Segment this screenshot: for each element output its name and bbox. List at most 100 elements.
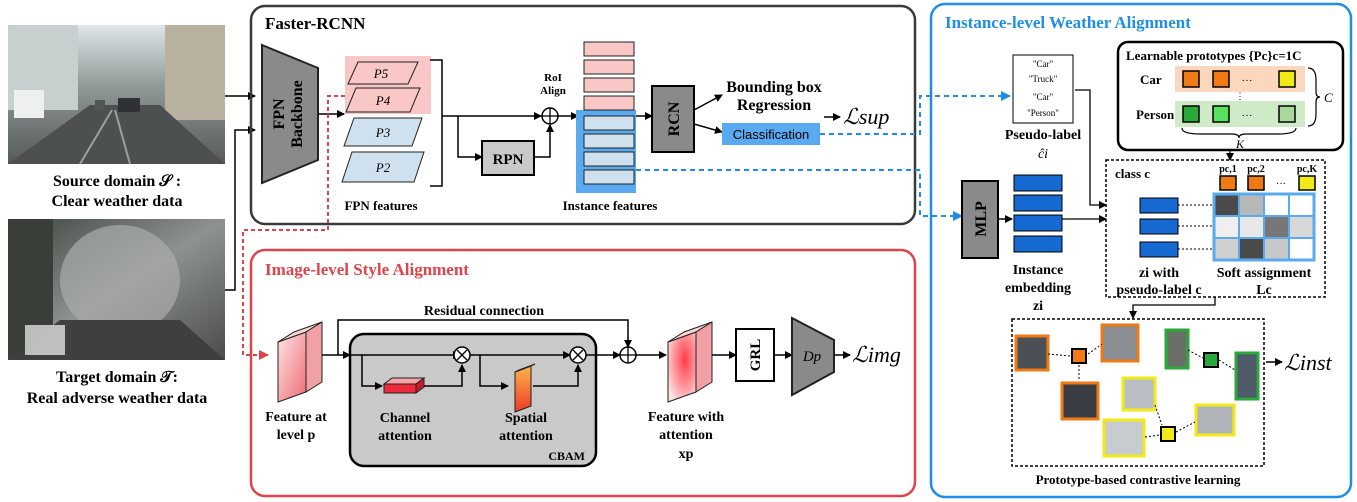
classification-to-pseudo-label-arrow bbox=[820, 91, 1011, 135]
roi-label-2: Align bbox=[540, 85, 566, 97]
fpn-level-p2 bbox=[341, 151, 425, 183]
proto-c-label: C bbox=[1324, 90, 1333, 105]
source-caption-2: Clear weather data bbox=[52, 193, 183, 210]
instance-level-title: Instance-level Weather Alignment bbox=[945, 13, 1191, 32]
class-to-contrastive-arrow bbox=[1129, 297, 1216, 319]
svg-text:···: ··· bbox=[1276, 179, 1286, 190]
bbox-label-1: Bounding box bbox=[726, 79, 822, 96]
soft-assignment-matrix bbox=[1212, 192, 1316, 262]
channel-label-1: Channel bbox=[380, 411, 431, 426]
embed-label-2: embedding bbox=[1005, 281, 1071, 296]
zi-to-matrix-lines bbox=[1178, 204, 1213, 250]
p5-label: P5 bbox=[373, 66, 389, 81]
residual-arrow bbox=[337, 319, 632, 355]
rpn-label: RPN bbox=[493, 152, 524, 168]
zi-label-1: zi with bbox=[1139, 266, 1179, 281]
spatial-label-2: attention bbox=[499, 429, 553, 444]
target-caption-2: Real adverse weather data bbox=[27, 390, 208, 407]
p-label-1: pc,1 bbox=[1219, 164, 1237, 175]
bbox-label-2: Regression bbox=[737, 97, 811, 114]
prototypes-title: Learnable prototypes {Pc}c=1C bbox=[1126, 48, 1302, 63]
classification-label: Classification bbox=[733, 127, 810, 142]
fpn-bracket bbox=[430, 59, 443, 187]
person-prototypes: ··· bbox=[1182, 105, 1296, 123]
pseudo-label-card bbox=[1012, 54, 1074, 124]
zi-stack bbox=[1139, 197, 1179, 258]
faster-rcnn-title: Faster-RCNN bbox=[265, 14, 366, 33]
rcn-box bbox=[651, 85, 695, 153]
loss-sup: ℒsup bbox=[843, 104, 889, 129]
backbone-label-2: Backbone bbox=[289, 80, 306, 148]
mlp-label: MLP bbox=[973, 201, 990, 237]
class-c-label: class c bbox=[1115, 166, 1150, 181]
grl-label: GRL bbox=[748, 339, 764, 372]
fpn-level-p5 bbox=[347, 61, 419, 85]
p4-label: P4 bbox=[375, 93, 391, 108]
instance-features-label: Instance features bbox=[563, 198, 658, 213]
spatial-attention-shape bbox=[514, 363, 536, 413]
pseudo-word-4: "Person" bbox=[1027, 108, 1059, 118]
soft-label-2: Lc bbox=[1256, 283, 1272, 298]
svg-text:···: ··· bbox=[1242, 75, 1253, 87]
target-to-backbone-arrow bbox=[225, 126, 256, 291]
embed-label-1: Instance bbox=[1013, 263, 1064, 278]
feature-level-label-1: Feature at bbox=[265, 410, 327, 425]
contrastive-label: Prototype-based contrastive learning bbox=[1036, 472, 1241, 487]
residual-label: Residual connection bbox=[424, 304, 544, 319]
rcn-to-bbox-arrow bbox=[693, 94, 723, 111]
feature-level-label-2: level p bbox=[277, 428, 316, 443]
proto-brace-c bbox=[1307, 67, 1321, 127]
to-spatial-arrow bbox=[479, 355, 509, 390]
fpn-level-p4 bbox=[345, 87, 421, 113]
svg-text:···: ··· bbox=[1242, 110, 1253, 122]
rcn-label: RCN bbox=[666, 101, 683, 136]
feature-att-label-3: xp bbox=[679, 447, 694, 462]
to-channel-arrow bbox=[361, 355, 383, 390]
instance-features-stack bbox=[583, 41, 635, 185]
loss-img: ℒimg bbox=[852, 342, 901, 367]
feature-att-label-2: attention bbox=[659, 428, 713, 443]
channel-attention-shape bbox=[382, 377, 426, 394]
fpn-level-p3 bbox=[343, 117, 423, 147]
cbam-block bbox=[348, 332, 598, 468]
image-level-title: Image-level Style Alignment bbox=[265, 260, 469, 279]
feature-level-cube bbox=[277, 321, 323, 403]
rpn-to-roi-arrow bbox=[534, 124, 554, 158]
channel-label-2: attention bbox=[378, 429, 432, 444]
backbone-label-1: FPN bbox=[271, 98, 288, 130]
car-prototypes: ··· bbox=[1182, 70, 1296, 88]
faster-rcnn-panel bbox=[249, 4, 917, 226]
classification-box bbox=[722, 123, 820, 145]
cbam-label: CBAM bbox=[548, 449, 585, 463]
image-level-panel bbox=[249, 248, 917, 498]
source-image bbox=[8, 25, 225, 165]
contrastive-box bbox=[1011, 318, 1265, 467]
p-label-2: pc,2 bbox=[1247, 164, 1265, 175]
pseudo-word-3: "Car" bbox=[1033, 92, 1054, 102]
channel-to-mult-arrow bbox=[424, 364, 466, 387]
feature-attention-cube bbox=[667, 321, 713, 403]
loss-inst: ℒinst bbox=[1284, 350, 1333, 375]
instances-to-mlp-arrow bbox=[636, 169, 963, 221]
rcn-to-cls-arrow bbox=[693, 123, 723, 134]
fpn-features-label: FPN features bbox=[344, 198, 417, 213]
source-caption-1: Source domain 𝒮 : bbox=[53, 173, 181, 190]
instance-level-panel bbox=[929, 2, 1353, 499]
instance-embedding-stack bbox=[1013, 174, 1063, 253]
pseudo-word-2: "Truck" bbox=[1029, 74, 1058, 84]
p2-label: P2 bbox=[375, 160, 391, 175]
proto-person-label: Person bbox=[1136, 107, 1175, 122]
target-image bbox=[8, 219, 225, 360]
zi-label-2: pseudo-label c bbox=[1116, 283, 1201, 298]
disc-label: Dp bbox=[802, 349, 822, 365]
proto-k-label: K bbox=[1235, 137, 1245, 151]
grl-box bbox=[735, 328, 775, 382]
proto-vdots: ⋮ bbox=[1236, 91, 1245, 101]
p3-label: P3 bbox=[375, 125, 391, 140]
discriminator bbox=[791, 316, 835, 397]
fpn-backbone bbox=[261, 43, 319, 185]
roi-label-1: RoI bbox=[544, 72, 562, 84]
fpn-to-rpn-arrow bbox=[457, 116, 483, 161]
spatial-label-1: Spatial bbox=[505, 411, 547, 426]
soft-label-1: Soft assignment bbox=[1217, 266, 1312, 281]
